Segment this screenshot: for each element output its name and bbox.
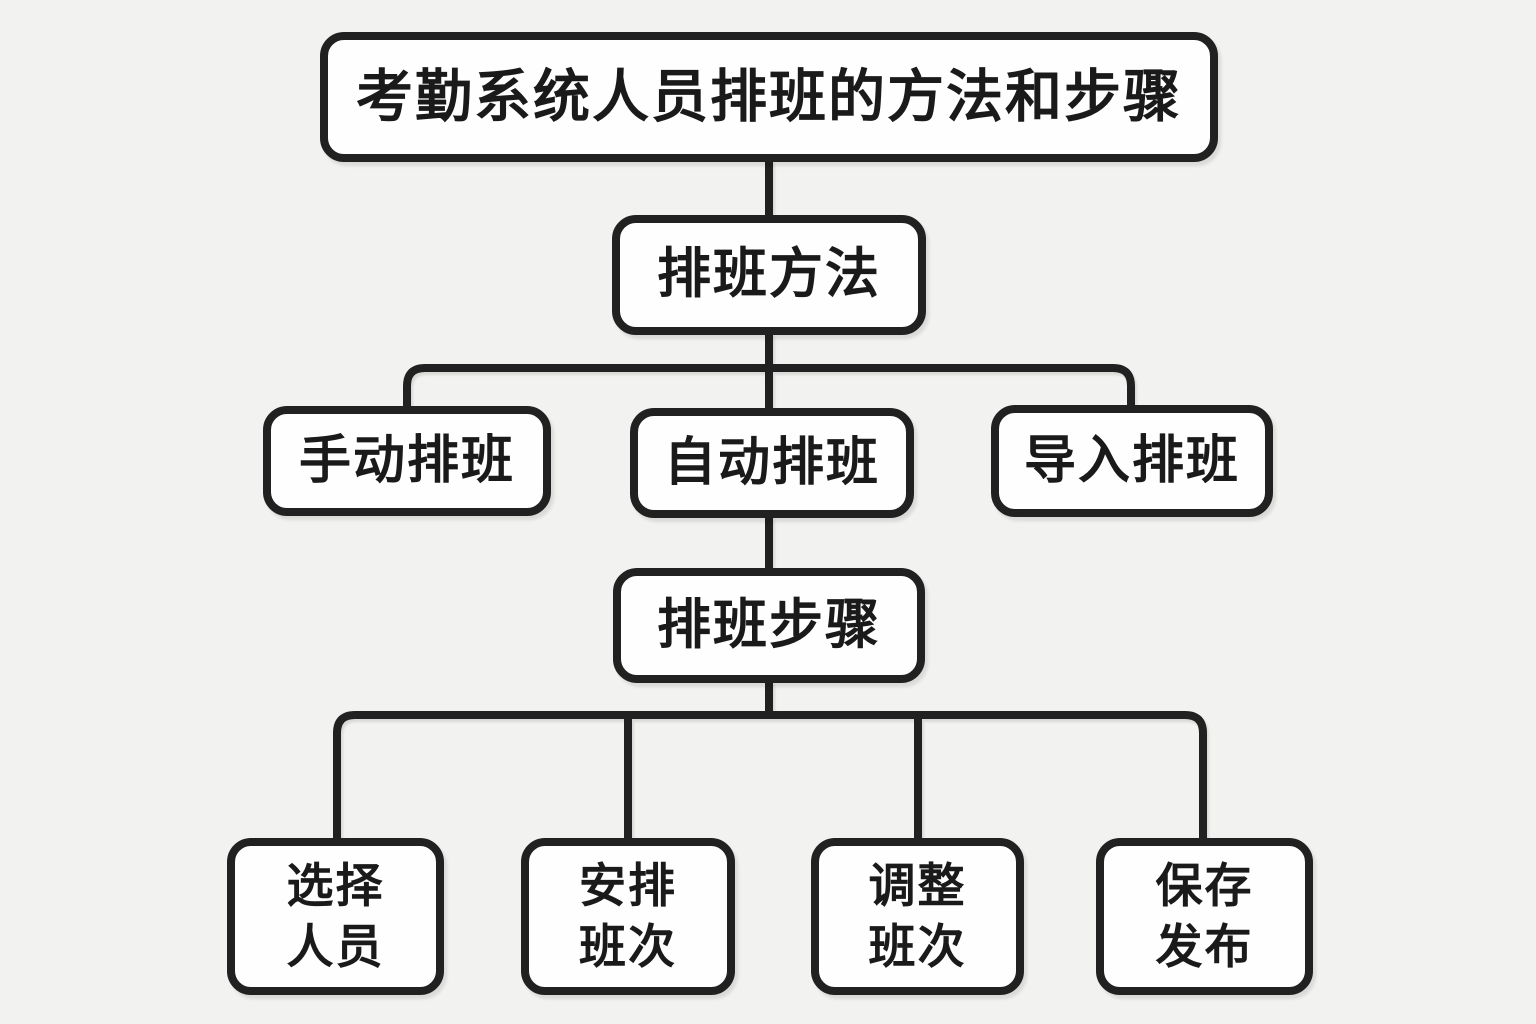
node-scheduling-steps: 排班步骤 — [613, 568, 925, 683]
node-manual-scheduling: 手动排班 — [263, 406, 551, 516]
node-import-scheduling: 导入排班 — [991, 405, 1273, 517]
node-scheduling-methods: 排班方法 — [612, 215, 926, 335]
node-root: 考勤系统人员排班的方法和步骤 — [320, 32, 1218, 162]
node-import-scheduling-label: 导入排班 — [1023, 431, 1240, 490]
node-arrange-shifts: 安排 班次 — [521, 838, 735, 995]
node-save-publish: 保存 发布 — [1096, 838, 1313, 995]
node-arrange-shifts-label: 安排 班次 — [579, 859, 677, 973]
node-manual-scheduling-label: 手动排班 — [298, 431, 515, 490]
node-scheduling-methods-label: 排班方法 — [657, 244, 881, 305]
node-select-staff-label: 选择 人员 — [286, 859, 385, 973]
node-root-label: 考勤系统人员排班的方法和步骤 — [356, 64, 1182, 129]
node-adjust-shifts: 调整 班次 — [811, 838, 1024, 995]
node-adjust-shifts-label: 调整 班次 — [868, 859, 967, 973]
node-save-publish-label: 保存 发布 — [1155, 859, 1254, 973]
node-auto-scheduling: 自动排班 — [630, 408, 914, 518]
node-scheduling-steps-label: 排班步骤 — [657, 594, 881, 655]
node-select-staff: 选择 人员 — [227, 838, 444, 995]
edge-methods-branch — [403, 364, 1135, 410]
node-auto-scheduling-label: 自动排班 — [663, 433, 880, 492]
edge-steps-branch — [333, 711, 1207, 842]
